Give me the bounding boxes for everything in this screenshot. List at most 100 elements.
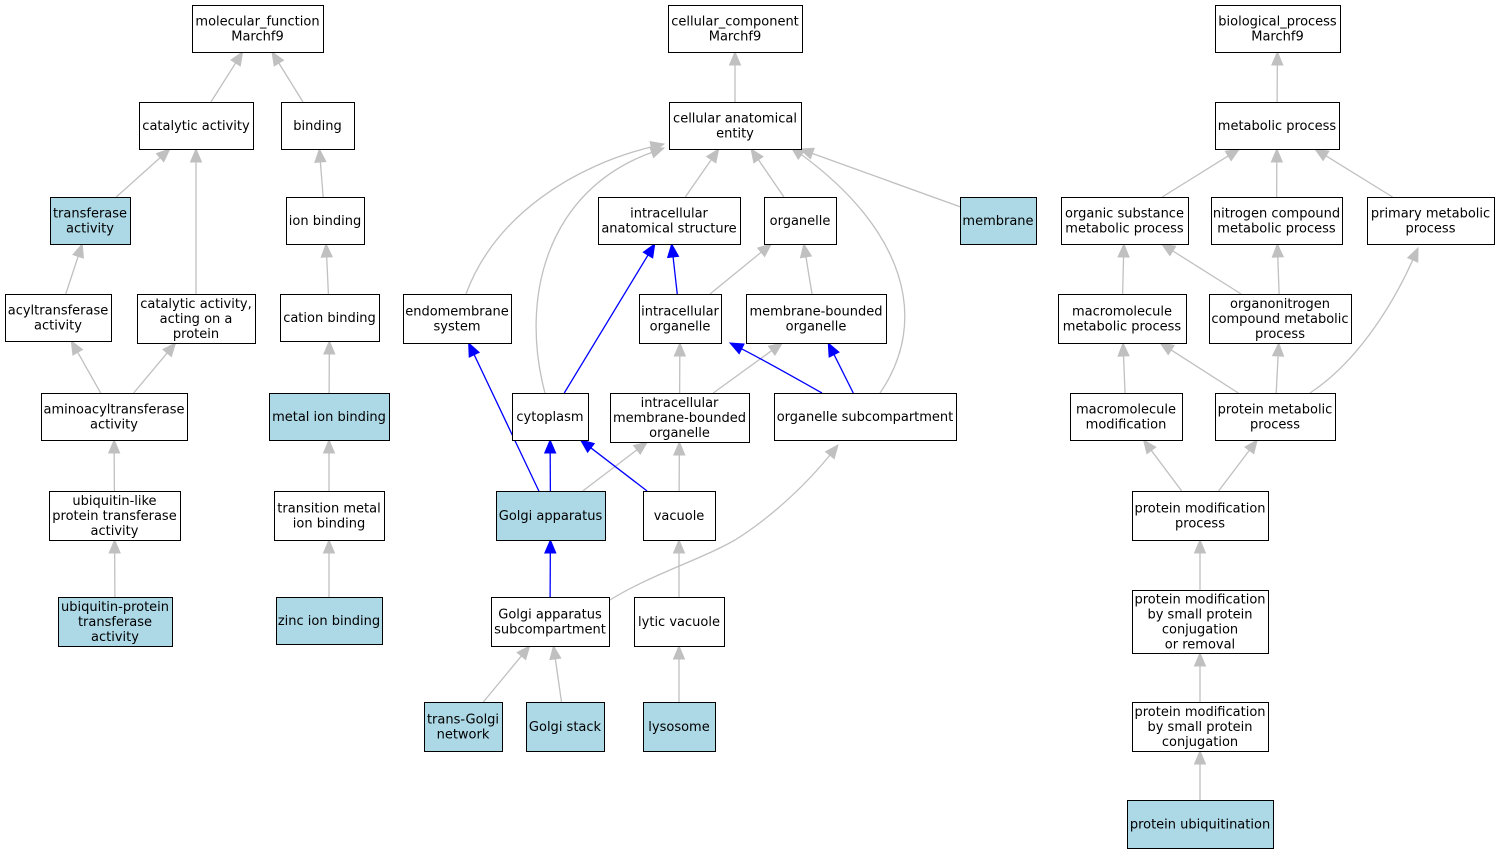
term-label-line: nitrogen compound xyxy=(1213,207,1340,222)
edge-trans_golgi_network-to-golgi_apparatus_subcompartment xyxy=(482,645,531,703)
term-label-line: conjugation xyxy=(1162,623,1238,638)
term-label-line: process xyxy=(1255,327,1305,342)
go-term-protein-ubiquitination[interactable]: protein ubiquitination xyxy=(1127,800,1274,849)
go-term-ion-binding[interactable]: ion binding xyxy=(286,197,365,245)
term-label-line: lysosome xyxy=(648,720,709,735)
edge-acyltransferase_activity-to-transferase_activity xyxy=(65,242,84,295)
go-term-metabolic-process[interactable]: metabolic process xyxy=(1215,102,1340,150)
go-term-cytoplasm[interactable]: cytoplasm xyxy=(512,393,589,441)
term-box xyxy=(1209,294,1352,344)
edge-primary_metabolic_process-to-metabolic_process xyxy=(1313,148,1393,198)
go-term-golgi-stack[interactable]: Golgi stack xyxy=(526,702,605,752)
term-box xyxy=(5,294,112,342)
go-term-cation-binding[interactable]: cation binding xyxy=(280,294,380,342)
term-box xyxy=(634,597,725,647)
term-label-line: organelle subcompartment xyxy=(777,410,954,425)
edge-protein_metabolic_process-to-organonitrogen_compound_metabolic_process xyxy=(1271,341,1285,394)
term-box xyxy=(512,393,589,441)
term-label-line: membrane-bounded xyxy=(613,411,746,426)
term-label-line: aminoacyltransferase xyxy=(44,403,185,418)
go-term-metal-ion-binding[interactable]: metal ion binding xyxy=(269,393,390,441)
term-label-line: metabolic process xyxy=(1218,119,1337,134)
term-box xyxy=(491,597,610,647)
term-label-line: metal ion binding xyxy=(272,410,386,425)
term-label-line: ion binding xyxy=(289,214,361,229)
edge-zinc_ion_binding-to-transition_metal_ion_binding xyxy=(322,538,336,597)
edge-golgi_apparatus_subcompartment-to-organelle_subcompartment xyxy=(609,443,839,601)
go-term-organelle[interactable]: organelle xyxy=(764,197,837,245)
term-label-line: Golgi stack xyxy=(529,720,602,735)
term-label-line: ion binding xyxy=(293,517,365,532)
edge-lysosome-to-lytic_vacuole xyxy=(672,644,686,702)
term-label-line: macromolecule xyxy=(1076,403,1176,418)
go-term-lytic-vacuole[interactable]: lytic vacuole xyxy=(634,597,725,647)
term-box xyxy=(764,197,837,245)
term-box xyxy=(139,102,254,150)
term-label-line: activity xyxy=(66,222,114,237)
go-term-golgi-apparatus[interactable]: Golgi apparatus xyxy=(496,491,606,541)
term-box xyxy=(1215,5,1341,53)
edge-golgi_apparatus-to-intracellular_membrane_bounded_organelle xyxy=(582,441,649,492)
term-box xyxy=(669,102,802,150)
go-term-vacuole[interactable]: vacuole xyxy=(643,491,716,541)
go-term-binding[interactable]: binding xyxy=(281,102,355,150)
go-term-organelle-subcompartment[interactable]: organelle subcompartment xyxy=(774,393,957,441)
term-label-line: trans-Golgi xyxy=(427,713,499,728)
term-label-line: process xyxy=(1175,517,1225,532)
term-box xyxy=(643,491,716,541)
edge-organelle-to-cellular_anatomical_entity xyxy=(750,147,785,198)
term-box xyxy=(1132,491,1269,541)
edge-membrane_bounded_organelle-to-organelle xyxy=(799,242,813,295)
edge-protein_modification_process-to-protein_metabolic_process xyxy=(1218,438,1258,492)
term-label-line: acyltransferase xyxy=(8,304,109,319)
edge-ubiquitin_like_transferase-to-aminoacyltransferase_activity xyxy=(107,438,121,492)
term-label-line: protein modification xyxy=(1134,705,1265,720)
edge-macromolecule_modification-to-macromolecule_metabolic_process xyxy=(1117,341,1130,394)
term-box xyxy=(137,294,256,344)
term-box xyxy=(49,491,181,541)
term-label-line: metabolic process xyxy=(1217,222,1336,237)
term-label-line: intracellular xyxy=(641,396,719,411)
go-term-membrane[interactable]: membrane xyxy=(960,197,1037,245)
term-label-line: Marchf9 xyxy=(709,30,761,45)
go-term-catalytic-activity[interactable]: catalytic activity xyxy=(139,102,254,150)
go-term-lysosome[interactable]: lysosome xyxy=(643,702,716,752)
term-box xyxy=(403,294,512,344)
edge-golgi_apparatus-to-endomembrane_system xyxy=(468,341,540,492)
term-box xyxy=(639,294,722,344)
edge-metal_ion_binding-to-cation_binding xyxy=(323,339,336,394)
go-term-zinc-ion-binding[interactable]: zinc ion binding xyxy=(276,597,383,645)
edge-organelle_subcompartment-to-intracellular_organelle xyxy=(728,342,823,394)
term-label-line: macromolecule xyxy=(1072,305,1172,320)
term-label-line: molecular_function xyxy=(195,15,319,30)
